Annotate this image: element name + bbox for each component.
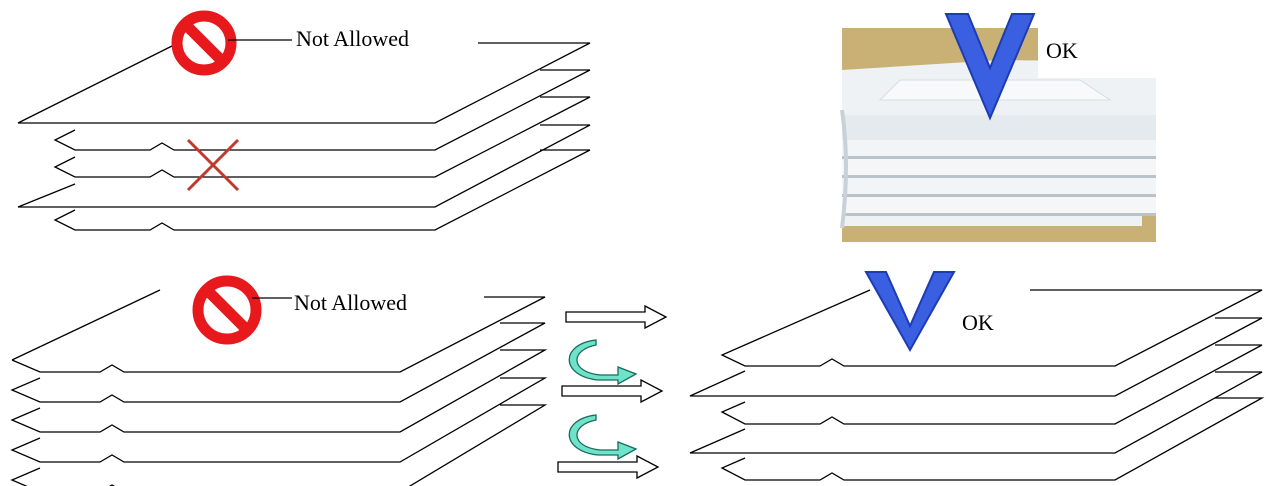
rotate-arrow-icon	[568, 339, 638, 386]
tray-outline	[10, 377, 548, 463]
right-arrow-icon	[565, 304, 668, 330]
tray-outline	[17, 124, 591, 208]
tray-outline	[10, 404, 548, 486]
tray-outline	[689, 371, 1263, 454]
check-mark-icon	[864, 271, 956, 353]
ok-label: OK	[1046, 38, 1078, 63]
tray-outline	[53, 96, 591, 178]
right-arrow-icon	[561, 378, 664, 404]
prohibited-sign-icon	[171, 10, 237, 76]
tray-outline	[11, 289, 546, 373]
right-arrow-icon	[557, 454, 660, 480]
tray-outline	[53, 149, 591, 231]
tray-outline	[53, 69, 591, 151]
rotate-arrow-icon	[568, 414, 638, 461]
not-allowed-label: Not Allowed	[296, 26, 409, 51]
bottom-right-stack: OK	[689, 271, 1265, 481]
tray-outline	[689, 317, 1263, 397]
prohibited-sign-icon	[192, 275, 262, 345]
tray-outline	[720, 344, 1263, 425]
tray-outline	[17, 42, 591, 124]
arrow-column	[557, 304, 668, 480]
ok-label: OK	[962, 310, 994, 335]
tray-outline	[720, 289, 1263, 367]
x-mark-icon	[186, 138, 240, 192]
tray-outline	[10, 322, 546, 403]
check-mark-icon	[944, 13, 1036, 121]
bottom-left-stack: Not Allowed	[10, 275, 548, 486]
tray-outline	[720, 397, 1265, 481]
tray-outline	[10, 349, 548, 433]
top-left-stack: Not Allowed	[17, 10, 591, 231]
not-allowed-label: Not Allowed	[294, 290, 407, 315]
